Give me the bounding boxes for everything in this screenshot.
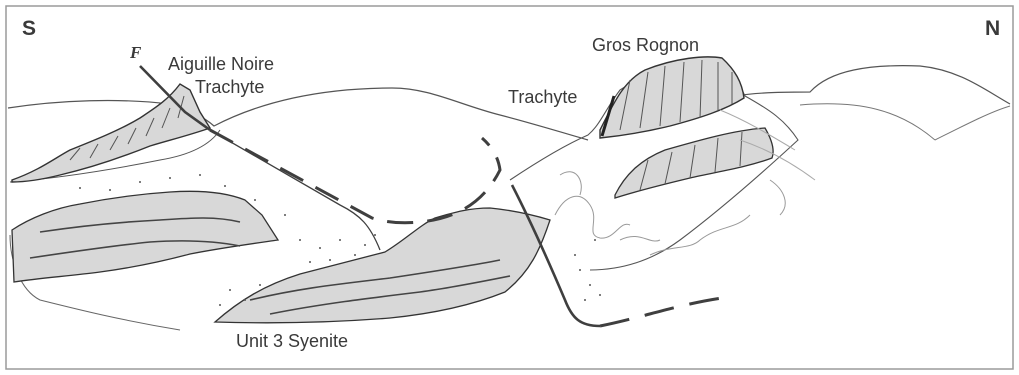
north-compass-label: N xyxy=(985,18,1000,39)
glacier-flow-lines xyxy=(555,172,785,255)
aiguille-noire-label: Aiguille Noire xyxy=(168,55,274,73)
left-lower-rock-band xyxy=(12,191,278,282)
skyline-ridge-right xyxy=(800,104,1010,140)
gros-rognon-middle-band xyxy=(615,128,773,198)
aiguille-noire-rock-band xyxy=(12,84,210,182)
fault-label: F xyxy=(130,44,141,61)
trachyte-left-label: Trachyte xyxy=(195,78,264,96)
gros-rognon-cap-rock xyxy=(600,57,744,138)
gros-rognon-label: Gros Rognon xyxy=(592,36,699,54)
trachyte-right-label: Trachyte xyxy=(508,88,577,106)
fault-dashed-right xyxy=(600,298,722,326)
south-compass-label: S xyxy=(22,18,36,39)
unit3-syenite-label: Unit 3 Syenite xyxy=(236,332,348,350)
figure-frame xyxy=(6,6,1013,369)
